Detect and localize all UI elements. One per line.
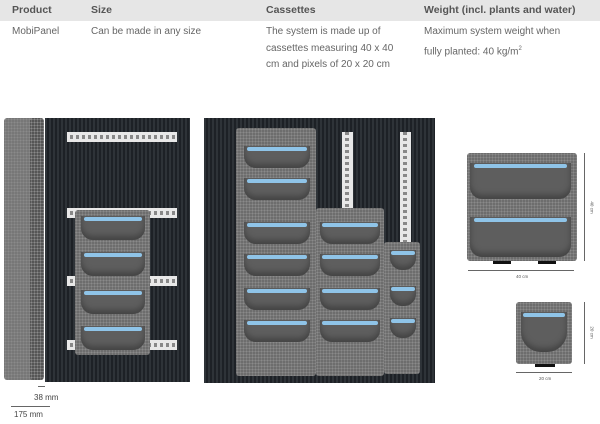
dimension-20cm-width: 20 cm	[539, 376, 552, 381]
header-size: Size	[91, 4, 113, 16]
header-product: Product	[12, 4, 52, 16]
pixel-20cm-image	[516, 302, 572, 364]
dimension-40cm-height: 40 cm	[589, 201, 595, 214]
dimension-line	[38, 386, 45, 391]
header-cassettes: Cassettes	[266, 4, 316, 16]
cassettes-line: cm and pixels of 20 x 20 cm	[266, 59, 390, 70]
dimension-line	[584, 153, 589, 261]
cell-size: Can be made in any size	[91, 26, 202, 37]
weight-line: Maximum system weight when	[424, 26, 561, 37]
foot	[535, 364, 555, 367]
dimension-40cm-width: 40 cm	[516, 274, 529, 279]
header-weight: Weight (incl. plants and water)	[424, 4, 576, 16]
dimension-20cm-height: 20 cm	[589, 326, 595, 339]
cell-cassettes: The system is made up of cassettes measu…	[266, 24, 393, 74]
back-panel-image-left	[45, 118, 190, 382]
weight-line: fully planted: 40 kg/m2	[424, 41, 560, 61]
dimension-38mm: 38 mm	[34, 393, 59, 402]
dimension-175mm: 175 mm	[14, 410, 43, 419]
cassettes-line: The system is made up of	[266, 26, 381, 37]
dimension-line	[11, 406, 50, 411]
weight-text: fully planted: 40 kg/m	[424, 45, 519, 57]
foot	[538, 261, 556, 264]
cell-product: MobiPanel	[12, 26, 60, 37]
assembled-panel-image	[204, 118, 435, 383]
dimension-line	[584, 302, 589, 364]
foot	[493, 261, 511, 264]
dimension-line	[468, 270, 574, 275]
cassettes-line: cassettes measuring 40 x 40	[266, 42, 394, 54]
superscript: 2	[518, 45, 522, 52]
cell-weight: Maximum system weight when fully planted…	[424, 24, 560, 60]
table-header-row	[0, 0, 600, 21]
cassette-40cm-image	[467, 153, 577, 261]
dimension-line	[516, 372, 572, 377]
